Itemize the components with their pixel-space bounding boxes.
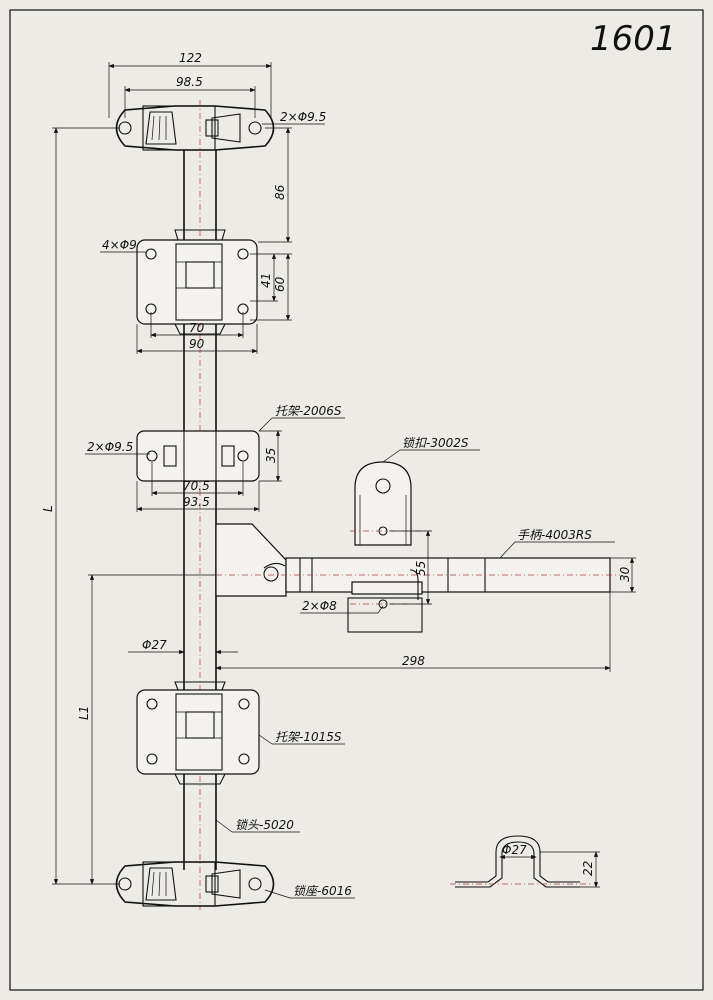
upper-bracket: [136, 229, 258, 335]
dim-55: 55: [414, 561, 428, 576]
dim-60: 60: [273, 276, 287, 292]
bottom-lock-seat: [115, 861, 275, 907]
dim-L1: L1: [77, 706, 91, 720]
label-handle-4003: 手柄-4003RS: [517, 528, 592, 542]
dim-35: 35: [264, 448, 278, 463]
dim-clip-phi27: Φ27: [502, 843, 527, 857]
dim-L: L: [41, 505, 55, 512]
dim-98-5: 98.5: [176, 75, 203, 89]
label-lock-head-5020: 锁头-5020: [235, 818, 294, 832]
dim-4x9: 4×Φ9: [102, 238, 137, 252]
dim-70-5: 70.5: [183, 479, 210, 493]
dim-phi27: Φ27: [142, 638, 167, 652]
dim-2x9-5-top: 2×Φ9.5: [280, 110, 326, 124]
dim-93-5: 93.5: [183, 495, 210, 509]
sheet-border: [9, 9, 704, 991]
drawing-number: 1601: [590, 19, 677, 59]
handle: [215, 523, 620, 597]
dim-70: 70: [189, 321, 205, 335]
dim-2x8: 2×Φ8: [302, 599, 337, 613]
label-lock-seat-6016: 锁座-6016: [293, 884, 352, 898]
dim-22: 22: [581, 861, 595, 876]
label-hasp-3002: 锁扣-3002S: [402, 436, 469, 450]
label-bracket-2006: 托架-2006S: [275, 404, 342, 418]
dim-122: 122: [179, 51, 202, 65]
dim-2x9-5-mid: 2×Φ9.5: [87, 440, 133, 454]
lower-bracket: [136, 681, 260, 785]
label-bracket-1015: 托架-1015S: [275, 730, 342, 744]
dimension-lines: [52, 62, 636, 899]
dim-41: 41: [259, 273, 273, 288]
middle-bracket: [136, 430, 260, 482]
top-lock-seat: [115, 105, 275, 151]
clip-detail: [450, 835, 590, 888]
dim-30: 30: [618, 566, 632, 582]
hasp: [347, 461, 430, 633]
dim-86: 86: [273, 184, 287, 200]
dim-298: 298: [402, 654, 425, 668]
dim-90: 90: [189, 337, 205, 351]
